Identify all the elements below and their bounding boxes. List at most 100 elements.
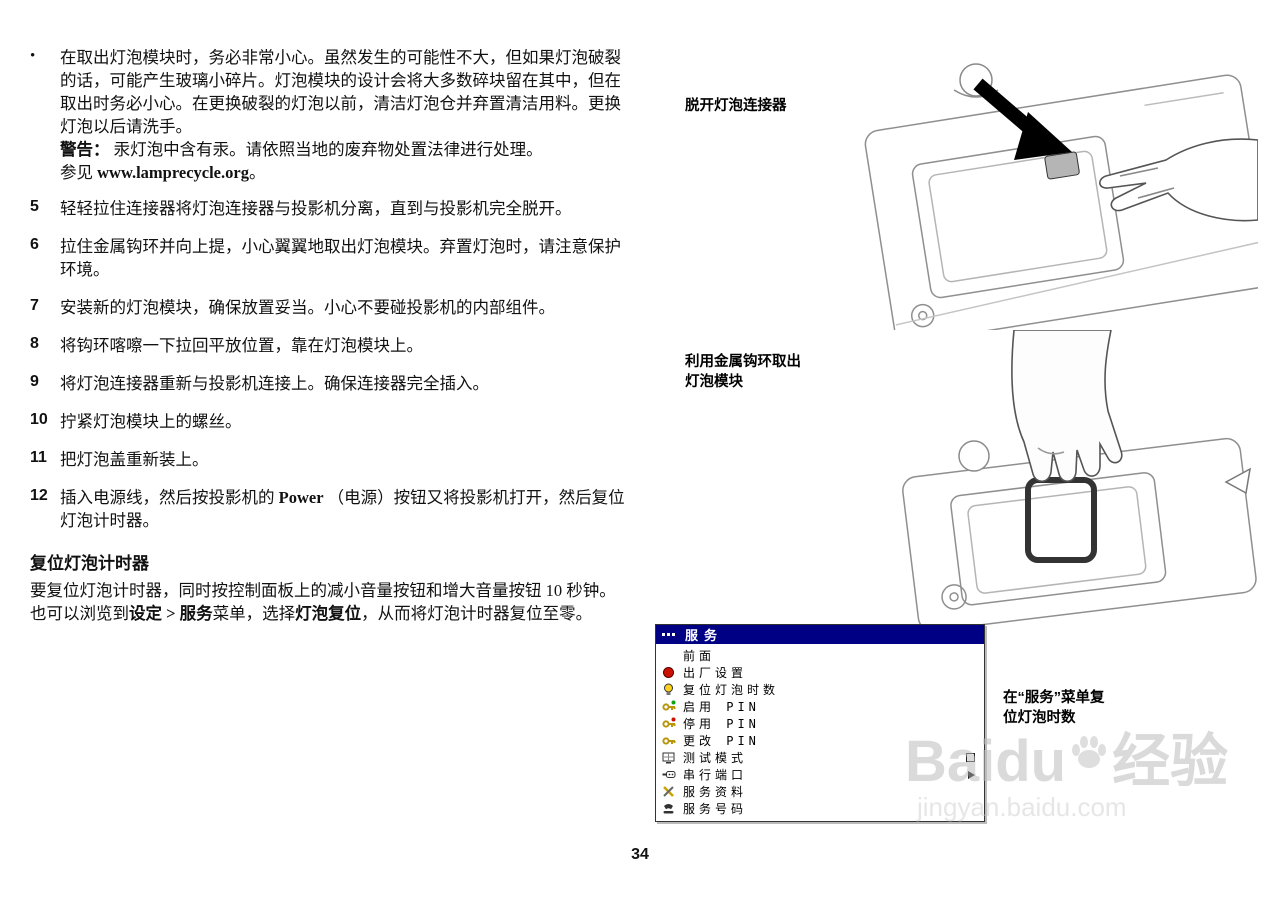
baidu-paw-icon [1072, 736, 1107, 768]
instruction-column: • 在取出灯泡模块时，务必非常小心。虽然发生的可能性不大，但如果灯泡破裂的话，可… [30, 46, 630, 625]
menu-item-label: 停用 PIN [683, 717, 760, 731]
service-tools-icon [662, 785, 678, 799]
hand-illustration [1099, 138, 1258, 222]
key-enable-icon [662, 700, 678, 714]
step-number: 12 [30, 487, 48, 504]
step-text: 插入电源线，然后按投影机的 Power （电源）按钮又将投影机打开，然后复位灯泡… [60, 486, 630, 532]
menu-item-label: 服务资料 [683, 785, 748, 799]
bail-handle [1025, 477, 1097, 563]
lamp-icon [662, 683, 678, 697]
menu-item-label: 串行端口 [683, 768, 748, 782]
test-pattern-icon [662, 751, 678, 765]
hand-illustration [1011, 330, 1123, 483]
figure3-caption-line1: 在“服务”菜单复 [1003, 690, 1105, 706]
steps-list: 5 轻轻拉住连接器将灯泡连接器与投影机分离，直到与投影机完全脱开。 6 拉住金属… [30, 197, 630, 532]
service-menu-title-bar: 服务 [656, 625, 984, 644]
menu-item-test-pattern: 测试模式 [656, 749, 984, 766]
figure1-caption: 脱开灯泡连接器 [685, 98, 787, 114]
figure3-caption: 在“服务”菜单复 位灯泡时数 [1003, 688, 1105, 728]
step-text: 拧紧灯泡模块上的螺丝。 [60, 412, 242, 431]
step-text: 轻轻拉住连接器将灯泡连接器与投影机分离，直到与投影机完全脱开。 [60, 199, 572, 218]
step-number: 10 [30, 411, 48, 428]
disconnect-connector-illustration [864, 63, 1258, 330]
figure2-caption: 利用金属钩环取出 灯泡模块 [685, 352, 801, 392]
step-7: 7 安装新的灯泡模块，确保放置妥当。小心不要碰投影机的内部组件。 [30, 296, 630, 319]
step12-before: 插入电源线，然后按投影机的 [60, 488, 279, 507]
step-8: 8 将钩环喀嚓一下拉回平放位置，靠在灯泡模块上。 [30, 334, 630, 357]
service-menu-title: 服务 [685, 629, 724, 644]
menu-item-serial-port: 串行端口 [656, 766, 984, 783]
step-text: 将钩环喀嚓一下拉回平放位置，靠在灯泡模块上。 [60, 336, 423, 355]
step-12: 12 插入电源线，然后按投影机的 Power （电源）按钮又将投影机打开，然后复… [30, 486, 630, 532]
menu-item-reset-lamp-hours: 复位灯泡时数 [656, 681, 984, 698]
figure2-caption-line2: 灯泡模块 [685, 374, 743, 390]
menu-item-label: 前面 [683, 649, 716, 663]
step-6: 6 拉住金属钩环并向上提，小心翼翼地取出灯泡模块。弃置灯泡时，请注意保护环境。 [30, 235, 630, 281]
figure3-caption-line2: 位灯泡时数 [1003, 710, 1076, 726]
step-text: 拉住金属钩环并向上提，小心翼翼地取出灯泡模块。弃置灯泡时，请注意保护环境。 [60, 237, 621, 279]
menu-item-label: 出厂设置 [683, 666, 748, 680]
step-text: 把灯泡盖重新装上。 [60, 450, 209, 469]
caution-text: 在取出灯泡模块时，务必非常小心。虽然发生的可能性不大，但如果灯泡破裂的话，可能产… [60, 46, 630, 184]
menu-item-pin-enable: 启用 PIN [656, 698, 984, 715]
step-number: 5 [30, 198, 39, 215]
pointer-arrow-icon [973, 78, 1072, 160]
page-number: 34 [631, 846, 649, 863]
menu-dots-icon [662, 633, 675, 636]
caution-bullet: • 在取出灯泡模块时，务必非常小心。虽然发生的可能性不大，但如果灯泡破裂的话，可… [30, 46, 630, 184]
step-number: 6 [30, 236, 39, 253]
see-line: 参见 www.lamprecycle.org。 [60, 161, 630, 184]
reset-seg3: 菜单，选择 [212, 604, 296, 623]
lamp-bay-plate [902, 437, 1257, 627]
lamprecycle-link[interactable]: www.lamprecycle.org [97, 163, 249, 182]
see-suffix: 。 [248, 163, 266, 182]
phone-icon [662, 802, 678, 816]
caution-paragraph: 在取出灯泡模块时，务必非常小心。虽然发生的可能性不大，但如果灯泡破裂的话，可能产… [60, 48, 621, 136]
menu-item-label: 复位灯泡时数 [683, 683, 780, 697]
bullet-marker: • [30, 48, 36, 64]
menu-item-previous: 前面 [656, 647, 984, 664]
reset-seg5: ，从而将灯泡计时器复位至零。 [361, 604, 593, 623]
reset-seg1: 要复位灯泡计时器，同时按控制面板上的减小音量按钮和增大音量按钮 10 秒钟。也可… [30, 581, 616, 623]
baidu-suffix-text: 经验 [1112, 729, 1229, 794]
previous-icon [662, 649, 678, 663]
submenu-arrow-icon [968, 770, 975, 779]
step-number: 11 [30, 449, 47, 466]
power-keyword: Power [278, 488, 324, 507]
menu-item-label: 更改 PIN [683, 734, 760, 748]
latch-tab [1224, 467, 1251, 495]
warning-line: 警告： 汞灯泡中含有汞。请依照当地的废弃物处置法律进行处理。 [60, 138, 630, 161]
menu-item-factory-reset: 出厂设置 [656, 664, 984, 681]
step12-after: （电源）按钮又将投影机打开，然后复位灯泡计时器。 [60, 488, 625, 530]
step-text: 安装新的灯泡模块，确保放置妥当。小心不要碰投影机的内部组件。 [60, 298, 555, 317]
serial-port-icon [662, 768, 678, 782]
step-9: 9 将灯泡连接器重新与投影机连接上。确保连接器完全插入。 [30, 372, 630, 395]
step-text: 将灯泡连接器重新与投影机连接上。确保连接器完全插入。 [60, 374, 489, 393]
test-pattern-checkbox [966, 753, 975, 762]
menu-item-service-info: 服务资料 [656, 783, 984, 800]
step-11: 11 把灯泡盖重新装上。 [30, 448, 630, 471]
settings-service-menu-keyword: 设定 > 服务 [129, 604, 213, 623]
remove-lamp-module-illustration [902, 330, 1257, 627]
warning-text: 汞灯泡中含有汞。请依照当地的废弃物处置法律进行处理。 [109, 140, 543, 159]
menu-item-pin-disable: 停用 PIN [656, 715, 984, 732]
key-change-icon [662, 734, 678, 748]
factory-reset-icon [662, 666, 678, 680]
menu-item-label: 测试模式 [683, 751, 748, 765]
key-disable-icon [662, 717, 678, 731]
menu-item-label: 启用 PIN [683, 700, 760, 714]
lamp-connector [1044, 151, 1080, 180]
menu-item-label: 服务号码 [683, 802, 748, 816]
service-menu-body: 前面 出厂设置 复位灯泡时数 启用 PIN 停用 PIN [656, 644, 984, 821]
lamp-reset-keyword: 灯泡复位 [295, 604, 362, 623]
menu-item-pin-change: 更改 PIN [656, 732, 984, 749]
step-10: 10 拧紧灯泡模块上的螺丝。 [30, 410, 630, 433]
menu-item-service-code: 服务号码 [656, 800, 984, 817]
service-menu-screenshot: 服务 前面 出厂设置 复位灯泡时数 启用 PIN [655, 624, 985, 822]
reset-lamp-timer-heading: 复位灯泡计时器 [30, 554, 149, 573]
warning-label: 警告： [60, 140, 110, 159]
step-5: 5 轻轻拉住连接器将灯泡连接器与投影机分离，直到与投影机完全脱开。 [30, 197, 630, 220]
figure2-caption-line1: 利用金属钩环取出 [685, 354, 801, 370]
reset-lamp-timer-paragraph: 要复位灯泡计时器，同时按控制面板上的减小音量按钮和增大音量按钮 10 秒钟。也可… [30, 579, 630, 625]
